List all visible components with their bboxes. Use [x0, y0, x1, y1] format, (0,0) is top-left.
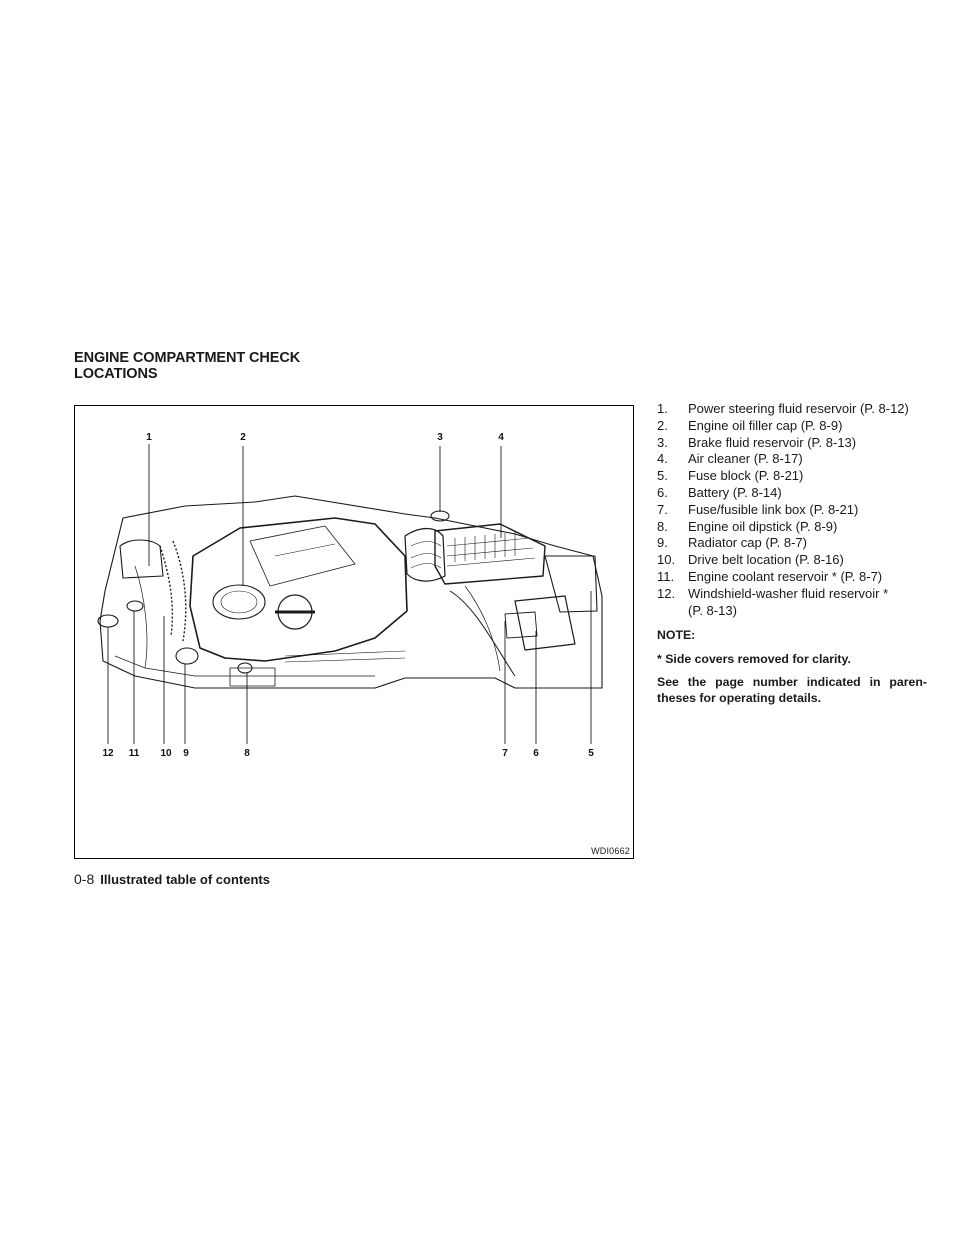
list-item-number: 11.: [657, 568, 675, 584]
hood-outline: [99, 495, 603, 689]
list-item-number: 4.: [657, 451, 668, 467]
list-item-number: 7.: [657, 501, 668, 517]
list-item-number: 8.: [657, 518, 668, 534]
callout-11: 11: [129, 748, 140, 759]
list-item: 11. Engine coolant reservoir * (P. 8-7): [657, 569, 927, 586]
callout-9: 9: [183, 748, 189, 759]
engine-compartment-figure: 1 2 3 4 12 11 10 9 8 7 6 5 WDI0662: [74, 405, 634, 859]
list-item-label: Air cleaner (P. 8-17): [688, 451, 803, 467]
list-item: 8. Engine oil dipstick (P. 8-9): [657, 519, 927, 536]
callout-12: 12: [102, 748, 114, 759]
engine-cover-ridge-line: [274, 543, 336, 557]
list-item: 10. Drive belt location (P. 8-16): [657, 552, 927, 569]
callout-7: 7: [502, 748, 508, 759]
list-item-label: Fuse/fusible link box (P. 8-21): [688, 501, 859, 517]
list-item: 5. Fuse block (P. 8-21): [657, 468, 927, 485]
heading-line-1: ENGINE COMPARTMENT CHECK: [74, 350, 301, 366]
section-title: Illustrated table of contents: [100, 872, 270, 887]
dipstick-housing: [229, 667, 276, 687]
note-line-1: * Side covers removed for clarity.: [657, 651, 851, 666]
list-item-label: Power steering fluid reservoir (P. 8-12): [688, 401, 909, 416]
list-item-label: Engine oil dipstick (P. 8-9): [688, 518, 838, 534]
callout-10: 10: [160, 748, 172, 759]
fuse-link-box-shape: [504, 611, 538, 639]
page-footer: 0-8 Illustrated table of contents: [74, 871, 270, 887]
list-item: 3. Brake fluid reservoir (P. 8-13): [657, 435, 927, 452]
drive-belt: [159, 540, 187, 642]
hose-line-right: [449, 590, 516, 677]
list-item: 2. Engine oil filler cap (P. 8-9): [657, 418, 927, 435]
list-item-number: 3.: [657, 434, 668, 450]
list-item-number: 12.: [657, 585, 676, 601]
figure-code: WDI0662: [591, 846, 630, 856]
note-line-2: See the page number indicated in paren-t…: [657, 675, 927, 705]
engine-cover-ridge: [249, 525, 356, 587]
intake-duct: [404, 527, 446, 582]
parts-list: 1. Power steering fluid reservoir (P. 8-1…: [657, 401, 927, 619]
list-item: 12. Windshield-washer fluid reservoir *(P…: [657, 586, 927, 620]
air-cleaner-ribs: [446, 537, 536, 567]
washer-reservoir-cap: [97, 614, 119, 628]
list-item-number: 10.: [657, 552, 676, 568]
hose-line-left: [134, 565, 148, 669]
list-item-number: 1.: [657, 401, 668, 416]
list-item-label: Fuse block (P. 8-21): [688, 468, 804, 484]
list-item-label-continued: (P. 8-13): [688, 602, 737, 618]
note-title: NOTE:: [657, 628, 696, 642]
list-item: 9. Radiator cap (P. 8-7): [657, 535, 927, 552]
intake-duct-ribs: [410, 541, 442, 569]
list-item-number: 5.: [657, 468, 668, 484]
engine-cover-outline: [189, 517, 408, 662]
callout-2: 2: [240, 432, 246, 443]
oil-filler-cap-shape: [212, 584, 266, 620]
list-item-label: Engine oil filler cap (P. 8-9): [688, 417, 843, 433]
battery-shape: [514, 595, 576, 651]
page-number: 0-8: [74, 871, 95, 887]
callout-1: 1: [146, 432, 152, 443]
list-item-label: Engine coolant reservoir * (P. 8-7): [688, 568, 883, 584]
list-item: 4. Air cleaner (P. 8-17): [657, 451, 927, 468]
list-item-number: 6.: [657, 484, 668, 500]
callout-8: 8: [244, 748, 250, 759]
oil-filler-cap-inner: [220, 590, 258, 614]
callout-leaders: [107, 444, 592, 744]
list-item-number: 2.: [657, 417, 668, 433]
list-item-label: Brake fluid reservoir (P. 8-13): [688, 434, 857, 450]
radiator-support: [284, 650, 406, 663]
engine-diagram: 1 2 3 4 12 11 10 9 8 7 6 5: [97, 432, 603, 759]
coolant-reservoir-cap: [126, 600, 144, 612]
list-item-label: Drive belt location (P. 8-16): [688, 552, 844, 568]
callout-6: 6: [533, 748, 539, 759]
fuse-block-shape: [544, 555, 598, 613]
air-cleaner-vents: [454, 532, 516, 562]
callout-4: 4: [498, 432, 504, 443]
hose-line-right-2: [464, 585, 501, 672]
oil-dipstick-shape: [237, 662, 253, 674]
list-item-label: Windshield-washer fluid reservoir *: [688, 585, 889, 601]
radiator-cap-shape: [175, 647, 199, 665]
callout-5: 5: [588, 748, 594, 759]
air-cleaner-box: [434, 523, 546, 585]
list-item-number: 9.: [657, 535, 668, 551]
callout-3: 3: [437, 432, 443, 443]
heading-line-2: LOCATIONS: [74, 366, 158, 382]
section-heading: ENGINE COMPARTMENT CHECK LOCATIONS: [74, 350, 414, 382]
power-steering-reservoir-shape: [119, 539, 164, 579]
list-item: 7. Fuse/fusible link box (P. 8-21): [657, 502, 927, 519]
note-block: NOTE: * Side covers removed for clarity.…: [657, 628, 927, 714]
list-item-label: Radiator cap (P. 8-7): [688, 535, 807, 551]
front-panel-line: [114, 655, 375, 677]
list-item: 6. Battery (P. 8-14): [657, 485, 927, 502]
list-item-label: Battery (P. 8-14): [688, 484, 782, 500]
list-item: 1. Power steering fluid reservoir (P. 8-1…: [657, 401, 927, 418]
